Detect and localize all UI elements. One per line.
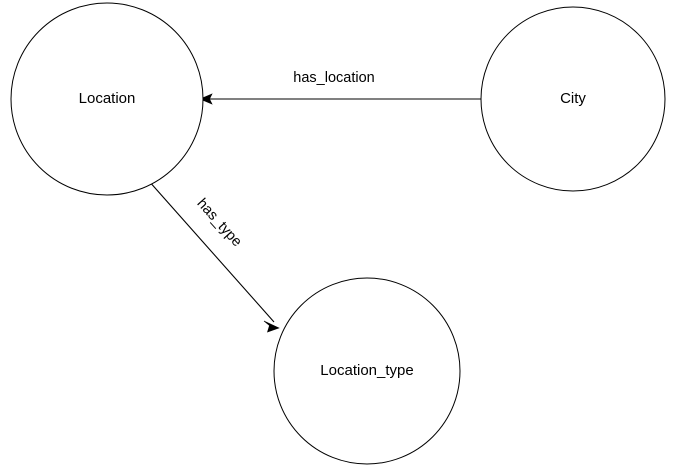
edge-location-has-type[interactable]: has_type (147, 179, 280, 333)
node-label-location-type: Location_type (320, 362, 413, 379)
arrowhead-icon-has-type (263, 320, 280, 333)
node-shape-city (480, 6, 666, 192)
edge-label-has-type: has_type (193, 196, 244, 250)
node-label-location: Location (79, 90, 136, 107)
node-city[interactable]: City (480, 6, 666, 192)
node-location[interactable]: Location (10, 2, 204, 196)
edge-line-has-type (147, 179, 275, 323)
node-shape-location-type (273, 277, 461, 465)
node-shape-location (10, 2, 204, 196)
edge-label-has-location: has_location (293, 70, 374, 86)
node-location-type[interactable]: Location_type (273, 277, 461, 465)
arrowhead-icon-has-location (199, 93, 213, 105)
node-label-city: City (560, 90, 586, 107)
edge-city-has-location[interactable]: has_location (199, 70, 481, 105)
